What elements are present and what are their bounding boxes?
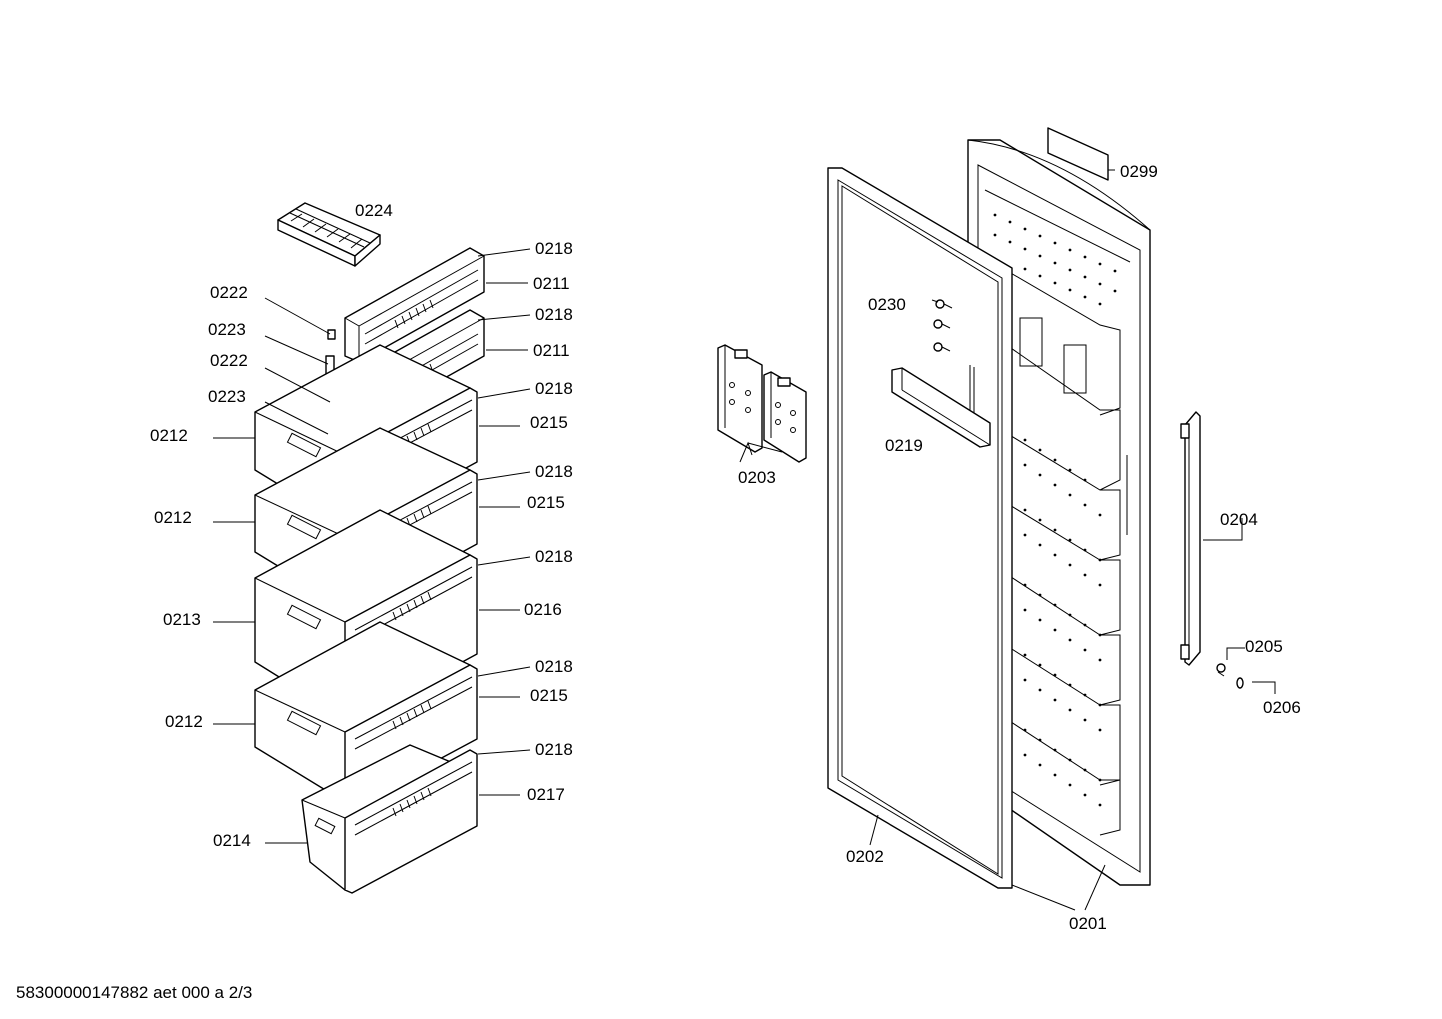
door-gasket [827, 167, 1013, 889]
label-0223-b: 0223 [208, 387, 246, 406]
label-0205: 0205 [1245, 637, 1283, 656]
label-0218-g: 0218 [535, 740, 573, 759]
label-0218-d: 0218 [535, 462, 573, 481]
flap-upper [344, 247, 485, 363]
drawer-5 [301, 744, 478, 894]
label-0222-b: 0222 [210, 351, 248, 370]
liner-dots [993, 213, 1117, 807]
drawer-assembly [213, 202, 531, 894]
label-0214: 0214 [213, 831, 251, 850]
label-0202: 0202 [846, 847, 884, 866]
label-0206: 0206 [1263, 698, 1301, 717]
drawing-reference: 58300000147882 aet 000 a 2/3 [16, 983, 252, 1002]
label-0215-c: 0215 [530, 686, 568, 705]
cover-strip [891, 367, 991, 448]
label-0212-c: 0212 [165, 712, 203, 731]
label-0212-b: 0212 [154, 508, 192, 527]
label-0224: 0224 [355, 201, 393, 220]
door-handle [1180, 411, 1201, 666]
label-0218-c: 0218 [535, 379, 573, 398]
label-0218-b: 0218 [535, 305, 573, 324]
part-labels: 0224 0218 0211 0222 0218 0223 0211 0222 … [150, 162, 1301, 933]
label-0218-e: 0218 [535, 547, 573, 566]
label-plate [1047, 127, 1109, 181]
label-0201: 0201 [1069, 914, 1107, 933]
label-0218-a: 0218 [535, 239, 573, 258]
label-0204: 0204 [1220, 510, 1258, 529]
leader-lines-left [213, 248, 531, 844]
label-0203: 0203 [738, 468, 776, 487]
label-0299: 0299 [1120, 162, 1158, 181]
label-0217: 0217 [527, 785, 565, 804]
label-0216: 0216 [524, 600, 562, 619]
handle-washer [1236, 677, 1244, 689]
label-0223-a: 0223 [208, 320, 246, 339]
label-0219: 0219 [885, 436, 923, 455]
cold-packs [717, 344, 807, 463]
label-0230: 0230 [868, 295, 906, 314]
label-0213: 0213 [163, 610, 201, 629]
label-0212-a: 0212 [150, 426, 188, 445]
label-0211-b: 0211 [533, 341, 570, 360]
screws [933, 299, 953, 352]
label-0211-a: 0211 [533, 274, 570, 293]
label-0215-b: 0215 [527, 493, 565, 512]
door-liner [967, 139, 1151, 886]
label-0222-a: 0222 [210, 283, 248, 302]
label-0215-a: 0215 [530, 413, 568, 432]
leader-lines-right [739, 169, 1276, 911]
door-assembly [717, 127, 1276, 911]
label-0218-f: 0218 [535, 657, 573, 676]
ice-cube-tray [277, 202, 381, 267]
handle-screw [1216, 663, 1226, 677]
